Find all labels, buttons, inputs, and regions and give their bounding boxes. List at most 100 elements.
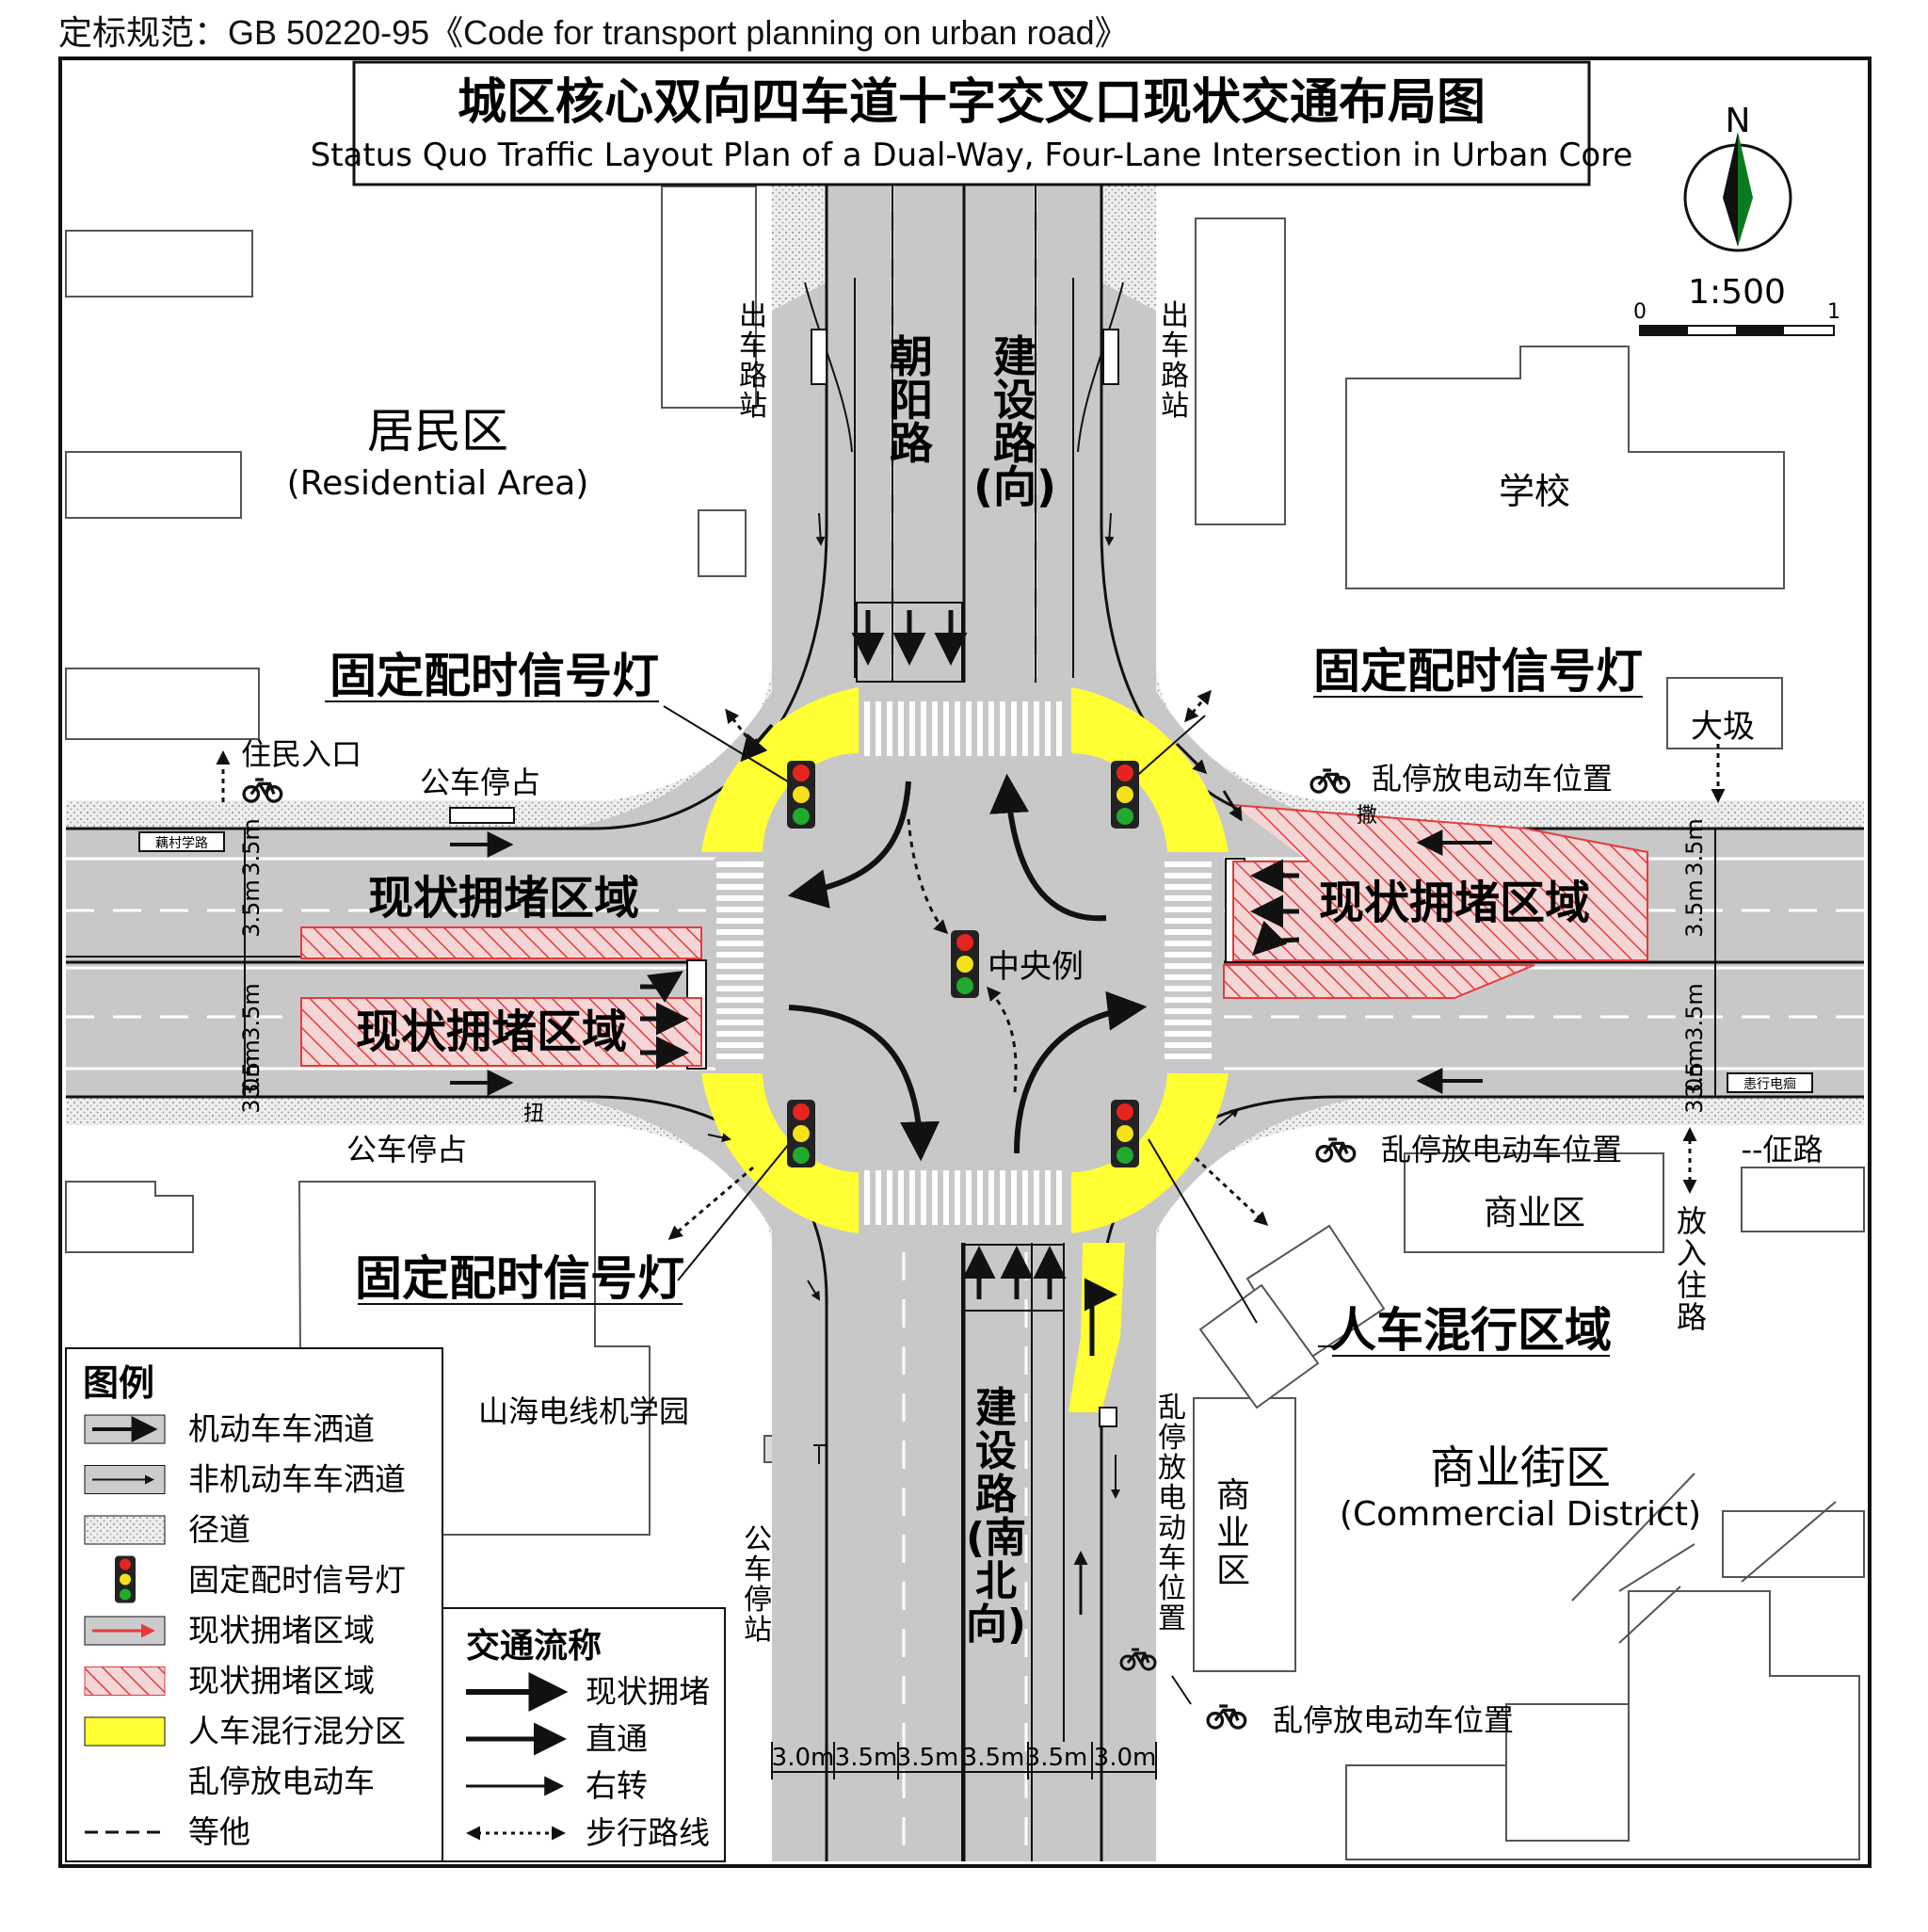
lane-width-left: 3.5m (238, 1039, 265, 1098)
legend-label: 机动车车洒道 (188, 1410, 375, 1447)
exit-station-label-west: 出 (739, 299, 767, 332)
lane-width-bottom: 3.5m (896, 1744, 959, 1772)
exit-station-label-east: 车 (1161, 330, 1189, 362)
lane-width-left: 3.5m (238, 879, 265, 938)
commercial-area-label: 商业区 (1484, 1194, 1585, 1232)
svg-text:0: 0 (1633, 300, 1647, 324)
flow-legend-item: 直通 (466, 1720, 648, 1757)
ebike-icon (1206, 1704, 1247, 1730)
ebike-label-vertical: 置 (1158, 1602, 1186, 1635)
bus-shelters (138, 329, 1813, 1427)
fangru-label: 入 (1677, 1235, 1707, 1271)
campus-label: 山海电线机学园 (478, 1393, 689, 1429)
traffic-light-sw (787, 1100, 815, 1167)
lane-width-right: 3.5m (1681, 879, 1708, 938)
lane-width-right: 3.5m (1681, 1039, 1708, 1098)
ebike-label-vertical: 电 (1158, 1482, 1186, 1515)
flow-legend-item: 现状拥堵 (466, 1672, 710, 1712)
title-en: Status Quo Traffic Layout Plan of a Dual… (311, 137, 1633, 174)
commercial-area-label-vertical: 商 (1216, 1476, 1250, 1515)
legend-label: 固定配时信号灯 (188, 1562, 406, 1599)
ebike-label-vertical: 乱 (1158, 1392, 1186, 1425)
road-label-chaoyang: 路 (890, 418, 934, 469)
flow-legend-label: 现状拥堵 (586, 1673, 710, 1710)
congestion-zones (300, 804, 1648, 1067)
fangru-label: 放 (1677, 1203, 1707, 1239)
signal-callout-sw: 固定配时信号灯 (355, 1251, 684, 1306)
ebike-label-vertical: 动 (1158, 1512, 1186, 1545)
flow-legend-label: 步行路线 (586, 1814, 710, 1851)
bus-stop-label-vertical: 停 (744, 1584, 772, 1617)
legend-label: 人车混行混分区 (188, 1713, 406, 1749)
svg-text:1: 1 (1827, 300, 1840, 324)
ebike-label-vertical: 停 (1158, 1422, 1186, 1455)
residential-label: 居民区 (367, 404, 508, 459)
bus-stop-label-vertical: 站 (744, 1614, 772, 1647)
bus-stop-label-north: 公车停占 (420, 765, 540, 800)
road-label-jianshe-north: (向) (973, 461, 1056, 512)
legend-item: 人车混行混分区 (84, 1713, 406, 1749)
header-standard: 定标规范：GB 50220-95《Code for transport plan… (58, 13, 1129, 52)
commercial-area-label-vertical: 区 (1216, 1552, 1250, 1590)
ebike-icon (1315, 1137, 1357, 1163)
scale-ratio: 1:500 (1688, 273, 1786, 312)
road-label-jianshe-south: 北 (975, 1557, 1017, 1605)
commercial-area-label-vertical: 业 (1216, 1514, 1250, 1553)
lane-width-bottom: 3.5m (835, 1744, 898, 1772)
lane-width-right: 3.5m (1681, 818, 1708, 877)
flow-legend-label: 右转 (586, 1767, 648, 1804)
lane-width-right: 3.5m (1681, 983, 1708, 1041)
flow-legend-item: 步行路线 (466, 1814, 710, 1851)
ebike-icon (1119, 1648, 1157, 1671)
zebra-stripes (716, 701, 1212, 1225)
signal-callout-ne: 固定配时信号灯 (1313, 644, 1643, 699)
flow-legend-box (442, 1607, 726, 1862)
traffic-light-se (1111, 1100, 1139, 1167)
exit-station-label-east: 站 (1161, 390, 1189, 423)
central-light-label: 中央例 (988, 948, 1084, 986)
exit-station-label-east: 出 (1161, 299, 1189, 332)
ebike-icon (1309, 768, 1351, 794)
movement-arrows (450, 512, 1492, 1615)
legend-item: 径道 (84, 1511, 250, 1548)
exit-station-label-west: 路 (739, 360, 767, 393)
bus-stop-label-south: 公车停占 (346, 1132, 467, 1167)
legend-label: 非机动车车洒道 (188, 1461, 406, 1498)
lane-width-left: 3.5m (238, 818, 265, 877)
fangru-label: 住 (1677, 1267, 1707, 1303)
flow-legend-label: 直通 (586, 1720, 648, 1757)
lane-width-bottom: 3.5m (1025, 1744, 1088, 1772)
legend-item: 现状拥堵区域 (84, 1612, 375, 1649)
legend-items: 机动车车洒道非机动车车洒道径道固定配时信号灯现状拥堵区域现状拥堵区域人车混行混分… (84, 1410, 406, 1850)
north-arrow: N (1683, 102, 1792, 252)
flow-legend-title: 交通流称 (466, 1626, 602, 1666)
road-label-jianshe-south: 路 (975, 1471, 1018, 1519)
path-label: --佂路 (1741, 1132, 1823, 1167)
lane-width-right: 3.0m (1681, 1055, 1708, 1114)
ebike-label-vertical: 位 (1158, 1572, 1186, 1605)
ebike-label-vertical: 车 (1158, 1542, 1186, 1575)
dabaji-label: 大圾 (1691, 708, 1755, 746)
legend-item: 现状拥堵区域 (84, 1663, 375, 1699)
north-label: N (1726, 102, 1751, 140)
legend-label: 现状拥堵区域 (188, 1663, 375, 1699)
residential-label-en: (Residential Area) (287, 464, 589, 503)
school-label: 学校 (1499, 471, 1570, 512)
road-label-jianshe-south: 向) (966, 1601, 1026, 1649)
legend-label: 径道 (188, 1511, 250, 1548)
walk-routes (216, 689, 1726, 1240)
road-label-jianshe-south: 设 (975, 1427, 1017, 1475)
congestion-callout-east: 现状拥堵区域 (1319, 877, 1590, 929)
exit-station-label-east: 路 (1161, 360, 1189, 393)
commercial-district-label: 商业街区 (1430, 1441, 1611, 1494)
road-label-jianshe-north: 建 (993, 331, 1036, 382)
signal-callout-nw: 固定配时信号灯 (329, 649, 659, 703)
traffic-light-nw (787, 761, 815, 829)
legend-label: 现状拥堵区域 (188, 1612, 375, 1649)
legend-label: 乱停放电动车 (188, 1763, 375, 1800)
legend-item: 非机动车车洒道 (84, 1461, 406, 1498)
bus-stop-label-vertical: 车 (744, 1554, 772, 1586)
road-label-chaoyang: 朝 (890, 331, 933, 382)
flow-legend-item: 右转 (466, 1767, 648, 1804)
